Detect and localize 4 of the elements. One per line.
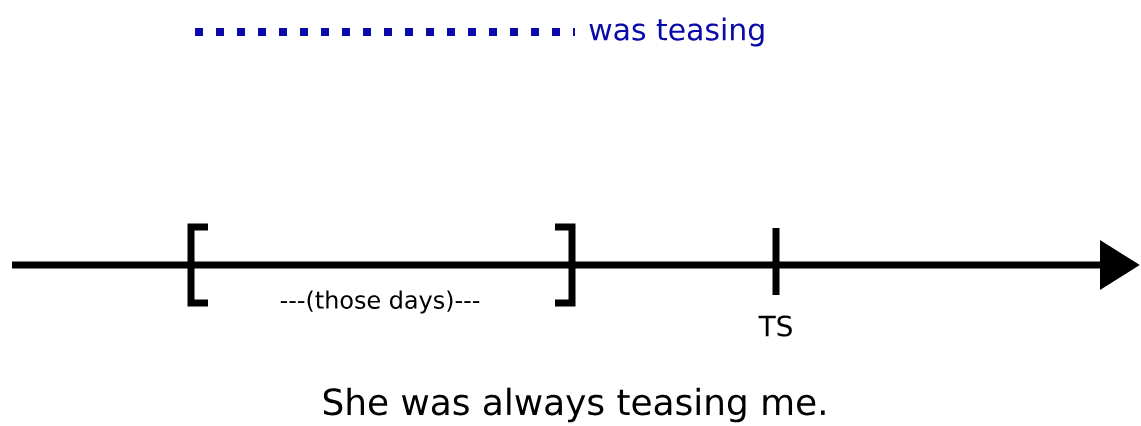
bracket-label: ---(those days)--- <box>277 288 483 316</box>
tick-label: TS <box>756 313 796 339</box>
legend-label: was teasing <box>589 17 764 47</box>
caption: She was always teasing me. <box>323 387 825 423</box>
